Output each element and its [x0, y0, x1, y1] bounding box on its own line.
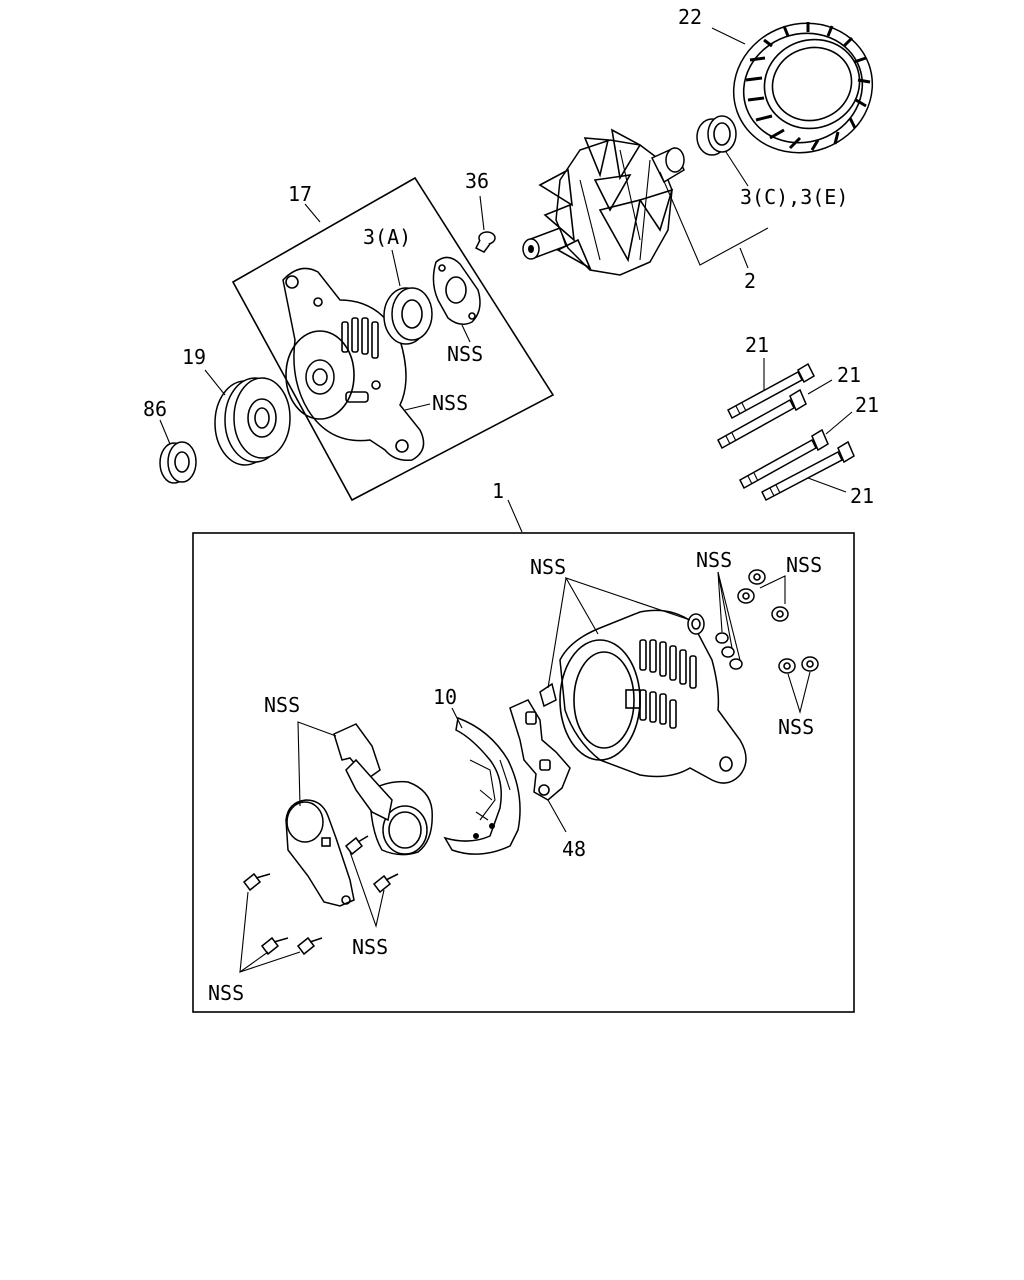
- label-nss-bolts-bottom: NSS: [208, 981, 244, 1005]
- leader-3ce: [725, 151, 749, 187]
- label-36: 36: [465, 169, 489, 193]
- label-86: 86: [143, 397, 167, 421]
- through-bolts-part-21[interactable]: [717, 362, 855, 502]
- label-17: 17: [288, 182, 312, 206]
- leader-19: [204, 369, 226, 396]
- label-2: 2: [744, 269, 756, 293]
- leader-21c: [825, 411, 853, 435]
- leader-48: [547, 799, 567, 833]
- leader-17: [304, 203, 321, 223]
- housing-assembly-box-17: [231, 176, 555, 502]
- leader-nss-top-center-b: [564, 577, 691, 635]
- brush-holder-part-48[interactable]: [509, 699, 571, 801]
- leader-nss-top-right-b: [759, 575, 786, 604]
- label-nss-top-right-b: NSS: [786, 553, 822, 577]
- leader-21d: [807, 477, 847, 493]
- leader-nss-bolts-mid: [349, 851, 385, 928]
- leader-22: [711, 27, 746, 45]
- label-3a: 3(A): [363, 225, 411, 249]
- label-nss-bolts-mid: NSS: [352, 935, 388, 959]
- label-1: 1: [492, 479, 504, 503]
- rear-housing-part[interactable]: [559, 609, 747, 784]
- label-19: 19: [182, 345, 206, 369]
- regulator-screws[interactable]: [344, 835, 399, 894]
- rotor-part-2[interactable]: [522, 128, 685, 276]
- label-21d: 21: [850, 484, 874, 508]
- nuts-top-right[interactable]: [737, 569, 789, 622]
- label-nss-right-nuts: NSS: [778, 715, 814, 739]
- mounting-screws-bottom[interactable]: [242, 872, 323, 956]
- label-nss-top-center: NSS: [530, 555, 566, 579]
- label-48: 48: [562, 837, 586, 861]
- label-21b: 21: [837, 363, 861, 387]
- leader-3a: [391, 249, 401, 287]
- stator-part-22[interactable]: [715, 4, 890, 172]
- assembly-box-1: [192, 532, 855, 1013]
- label-nss-left-top: NSS: [264, 693, 300, 717]
- screw-part-36[interactable]: [474, 231, 496, 253]
- leader-nss-right-nuts: [787, 671, 811, 715]
- label-21c: 21: [855, 393, 879, 417]
- label-21a: 21: [745, 333, 769, 357]
- pulley-part-19[interactable]: [214, 377, 291, 466]
- front-housing-part[interactable]: [282, 267, 425, 462]
- bearing-retainer-plate[interactable]: [432, 256, 481, 325]
- nuts-right[interactable]: [778, 656, 819, 674]
- rectifier-part-10[interactable]: [443, 716, 521, 855]
- label-3ce: 3(C),3(E): [740, 185, 848, 209]
- leader-nss-housing: [404, 403, 431, 411]
- regulator-part[interactable]: [285, 723, 433, 907]
- leader-nss-bolts-bottom2: [239, 951, 301, 973]
- leader-nss-bolts-bottom: [239, 891, 269, 974]
- leader-2: [659, 171, 769, 266]
- leader-10: [451, 707, 463, 729]
- leader-nss-left-top: [297, 721, 337, 807]
- label-22: 22: [678, 5, 702, 29]
- leader-86: [159, 419, 171, 445]
- front-bearing-part-3a[interactable]: [383, 287, 433, 345]
- label-nss-bearing: NSS: [447, 342, 483, 366]
- label-10: 10: [433, 685, 457, 709]
- leader-nss-bearing: [461, 324, 471, 343]
- leader-2b: [739, 247, 749, 269]
- rear-bearing-part-3ce[interactable]: [696, 115, 737, 156]
- leader-36: [479, 195, 485, 231]
- leader-21b: [807, 379, 833, 395]
- spacer-part-86[interactable]: [159, 441, 197, 484]
- leader-nss-top-right-a2: [717, 571, 741, 661]
- label-nss-housing: NSS: [432, 391, 468, 415]
- leader-1: [507, 499, 523, 533]
- terminal-screws[interactable]: [715, 632, 743, 670]
- leader-nss-top-center-a: [547, 577, 567, 689]
- label-nss-top-right-a: NSS: [696, 548, 732, 572]
